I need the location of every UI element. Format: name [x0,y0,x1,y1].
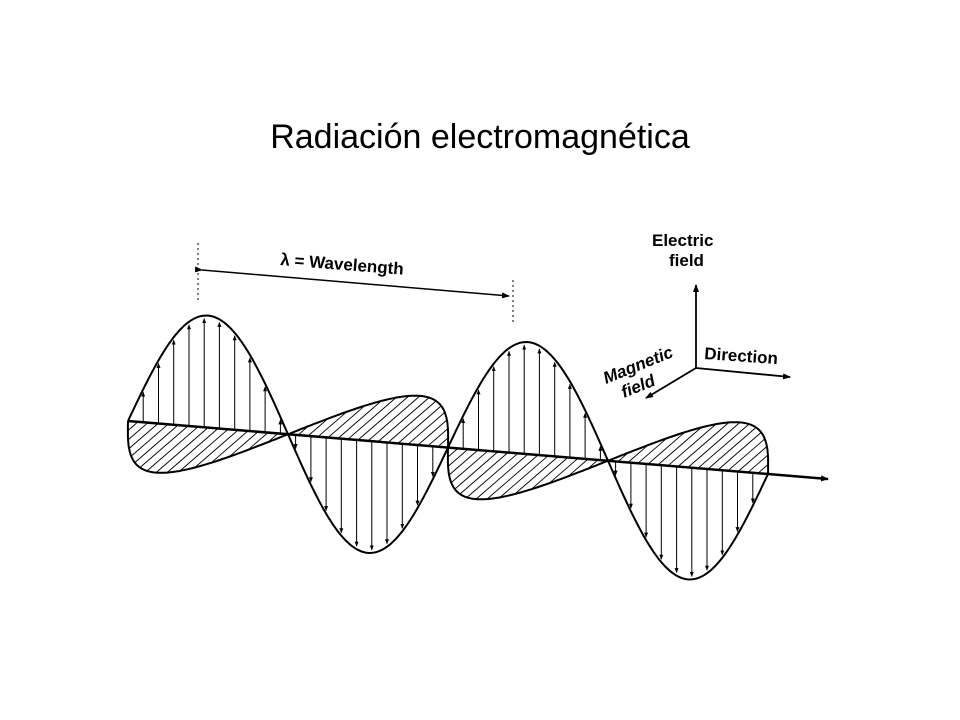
magnetic-hatch-line [567,458,589,477]
magnetic-hatch-line [530,457,569,490]
magnetic-hatch-line [127,421,139,431]
magnetic-hatch-line [179,428,229,472]
electric-field-vectors [141,318,755,577]
magnetic-hatch-line [447,448,469,467]
magnetic-hatch-line [548,457,579,484]
magnetic-hatch-line [347,397,397,440]
magnetic-hatch-line [459,452,509,495]
magnetic-hatch-line [707,427,757,470]
magnetic-hatch-line [697,423,750,469]
magnetic-hatch-line [737,446,768,472]
magnetic-hatch-line [407,412,446,445]
magnetic-hatch-line [228,431,259,458]
magnetic-hatch-line [448,449,479,476]
axes-legend: Electric field Direction Magnetic field [600,231,791,402]
magnetic-hatch-line [514,456,559,495]
magnetic-hatch-line [139,425,189,468]
magnetic-hatch-line [166,428,219,473]
magnetic-hatch-line [657,427,702,466]
magnetic-hatch-line [627,444,649,463]
slide-title: Radiación electromagnética [270,118,690,156]
magnetic-hatch-line [387,400,437,443]
wavelength-label: λ = Wavelength [280,250,405,279]
magnetic-hatch-line [377,397,430,443]
magnetic-hatch-line [337,400,382,439]
wavelength-dimension: λ = Wavelength [194,243,514,322]
magnetic-hatch-line [637,437,668,464]
magnetic-hatch-line [194,429,239,468]
magnetic-hatch-line [450,450,489,483]
magnetic-hatch-line [447,447,459,458]
magnetic-hatch-line [727,438,766,472]
magnetic-hatch-line [307,418,329,437]
magnetic-hatch-line [127,422,149,441]
magnetic-hatch-line [647,431,686,465]
magnetic-hatch-line [687,422,741,468]
magnetic-hatch-line [397,405,442,444]
magnetic-hatch-line [747,454,769,473]
magnetic-hatch-line [367,395,421,442]
magnetic-hatch-line [146,426,199,472]
magnetic-hatch-line [499,455,549,498]
magnetic-hatch-line [667,423,717,467]
magnetic-hatch-line [134,424,179,463]
magnetic-hatch-line [454,451,499,490]
magnetic-hatch-line [437,437,449,448]
magnetic-hatch-line [130,423,169,457]
magnetic-hatch-line [757,464,769,474]
magnetic-hatch-line [327,405,366,438]
magnetic-hatch-line [466,452,519,498]
magnetic-hatch-line [210,430,249,464]
magnetic-hatch-line [427,428,449,447]
magnetic-field-hatching [127,395,769,500]
magnetic-hatch-line [317,411,348,438]
magnetic-hatch-line [417,419,448,446]
magnetic-hatch-line [247,432,269,451]
magnetic-hatch-line [677,422,730,467]
electric-field-label-line2: field [669,251,704,270]
magnetic-hatch-line [717,432,762,471]
magnetic-hatch-line [128,423,159,449]
electric-field-label-line1: Electric [652,231,713,250]
magnetic-hatch-line [357,395,410,441]
magnetic-hatch-line [486,454,539,500]
magnetic-hatch-line [475,453,529,500]
propagation-axis [127,419,829,482]
magnetic-hatch-line [155,427,209,473]
direction-label: Direction [704,344,779,368]
